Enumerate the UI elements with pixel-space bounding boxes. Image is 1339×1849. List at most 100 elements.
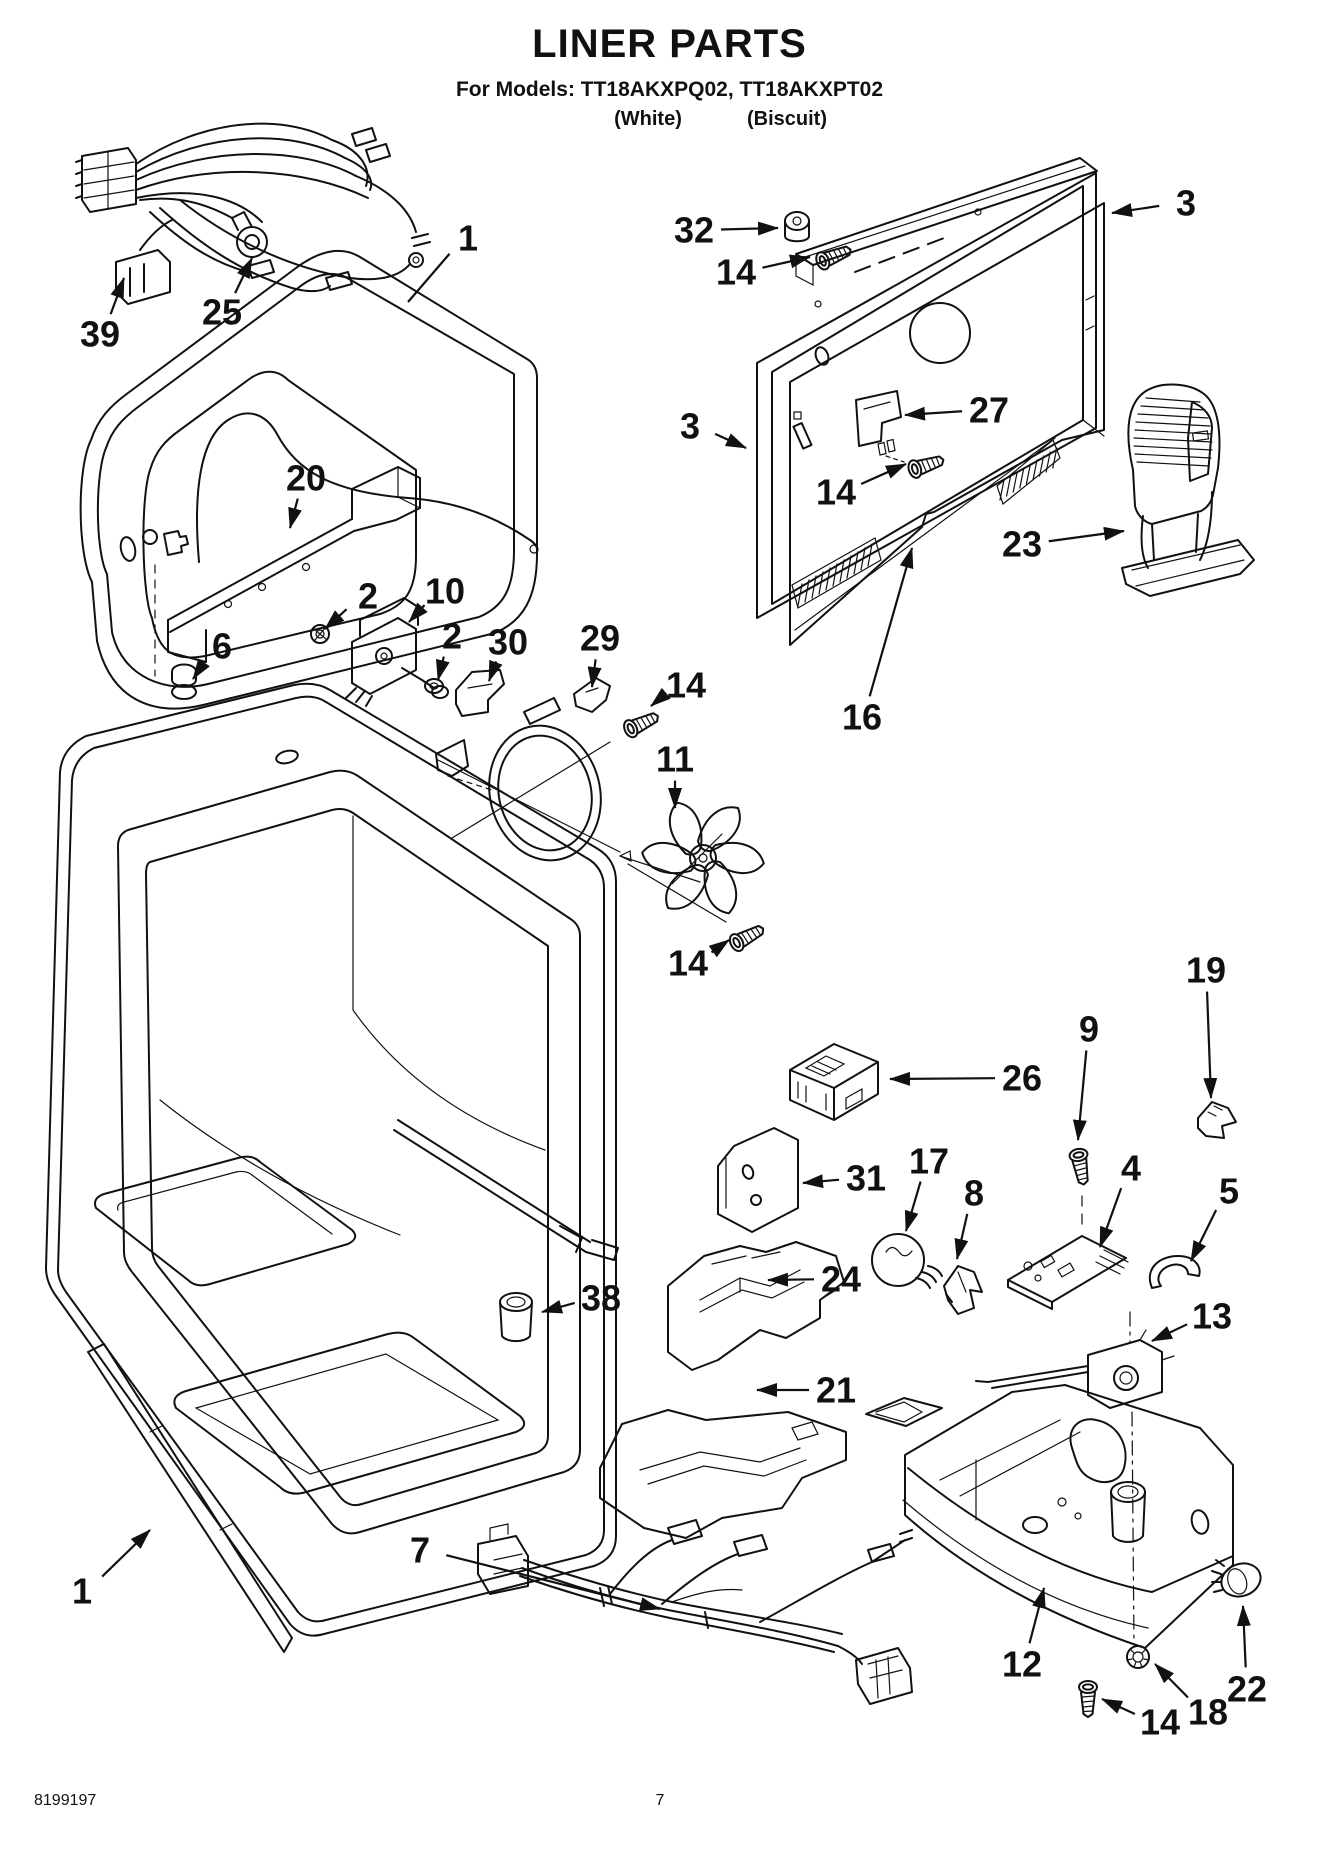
svg-text:3: 3 [1176,183,1196,224]
svg-text:14: 14 [668,943,708,984]
svg-text:24: 24 [821,1259,861,1300]
screw-14d [726,919,769,955]
callout-25: 25 [202,257,253,333]
svg-text:19: 19 [1186,950,1226,991]
svg-text:17: 17 [909,1141,949,1182]
callout-5: 5 [1190,1171,1239,1262]
callout-19: 19 [1186,950,1226,1099]
callout-1: 1 [72,1529,151,1612]
retainer-clip-5 [1149,1255,1201,1289]
callout-13: 13 [1151,1296,1232,1342]
svg-text:26: 26 [1002,1058,1042,1099]
screw-14b [905,450,948,481]
svg-text:25: 25 [202,292,242,333]
control-console-12 [902,1384,1234,1649]
callout-23: 23 [1002,524,1125,565]
svg-text:18: 18 [1188,1692,1228,1733]
grommet-6 [171,663,197,700]
document-number: 8199197 [34,1792,97,1809]
svg-text:1: 1 [458,218,478,259]
callout-6: 6 [192,626,232,680]
wire-harness-bottom [477,1519,913,1705]
callout-10: 10 [408,571,465,623]
svg-text:5: 5 [1219,1171,1239,1212]
callout-14: 14 [650,665,706,707]
callout-8: 8 [954,1173,984,1260]
svg-text:4: 4 [1121,1148,1141,1189]
callout-14: 14 [716,252,811,293]
screw-14c [620,706,663,741]
svg-text:32: 32 [674,210,714,251]
page-number: 7 [655,1792,665,1809]
mounting-bracket-rail [167,466,421,663]
callout-3: 3 [680,406,747,450]
svg-text:14: 14 [1140,1702,1180,1743]
callout-2: 2 [324,576,378,630]
shelf-support-38 [499,1292,533,1343]
callout-2: 2 [436,616,462,681]
callout-14: 14 [668,939,730,984]
svg-text:22: 22 [1227,1669,1267,1710]
callout-16: 16 [842,547,914,738]
callout-24: 24 [767,1259,861,1300]
callout-17: 17 [904,1141,949,1232]
assembly-axis-dashed [1129,1311,1135,1646]
svg-text:8: 8 [964,1173,984,1214]
callout-12: 12 [1002,1587,1046,1685]
svg-text:21: 21 [816,1370,856,1411]
evaporator-fan-blade [618,799,767,923]
air-duct-foam-24 [667,1241,845,1371]
svg-text:16: 16 [842,697,882,738]
callout-18: 18 [1154,1663,1228,1733]
svg-text:9: 9 [1079,1009,1099,1050]
callout-11: 11 [656,739,694,809]
svg-text:38: 38 [581,1278,621,1319]
defrost-thermostat-13 [975,1329,1175,1409]
liner-cabinet [45,682,619,1653]
screw-2a [310,624,330,644]
screw-9 [1067,1146,1094,1188]
svg-text:30: 30 [488,622,528,663]
page-title: LINER PARTS [532,22,807,66]
callout-27: 27 [904,390,1009,431]
svg-text:27: 27 [969,390,1009,431]
shield-plate-31 [717,1127,799,1233]
svg-text:11: 11 [656,739,694,780]
folded-strip [865,1397,943,1427]
spacer-grommet-32 [784,211,810,243]
svg-text:10: 10 [425,571,465,612]
svg-text:31: 31 [846,1158,886,1199]
svg-text:14: 14 [816,472,856,513]
clip-19 [1197,1101,1237,1139]
wire-harness-top [75,122,431,305]
air-duct-foam-21 [599,1409,847,1539]
svg-text:14: 14 [716,252,756,293]
support-bracket-30 [455,669,505,717]
screw-14e [1078,1680,1098,1718]
svg-text:6: 6 [212,626,232,667]
callout-32: 32 [674,210,779,251]
fan-shroud-ring [435,724,621,862]
control-board-4 [1007,1235,1129,1310]
svg-text:2: 2 [358,576,378,617]
air-tower [1121,383,1255,597]
svg-text:13: 13 [1192,1296,1232,1337]
bulb-socket-clip-8 [943,1265,983,1315]
svg-text:7: 7 [410,1530,430,1571]
model-color-white: (White) [614,108,682,130]
models-line: For Models: TT18AKXPQ02, TT18AKXPT02 [455,78,884,101]
svg-text:1: 1 [72,1571,92,1612]
rear-panel-assembly [756,157,1105,646]
cover-box-26 [789,1043,879,1121]
washer-2b [424,678,444,694]
callout-14: 14 [1101,1697,1180,1743]
callout-21: 21 [756,1370,856,1411]
callout-14: 14 [816,462,907,513]
svg-text:23: 23 [1002,524,1042,565]
callout-39: 39 [80,277,126,355]
callout-22: 22 [1227,1605,1267,1710]
svg-text:20: 20 [286,458,326,499]
